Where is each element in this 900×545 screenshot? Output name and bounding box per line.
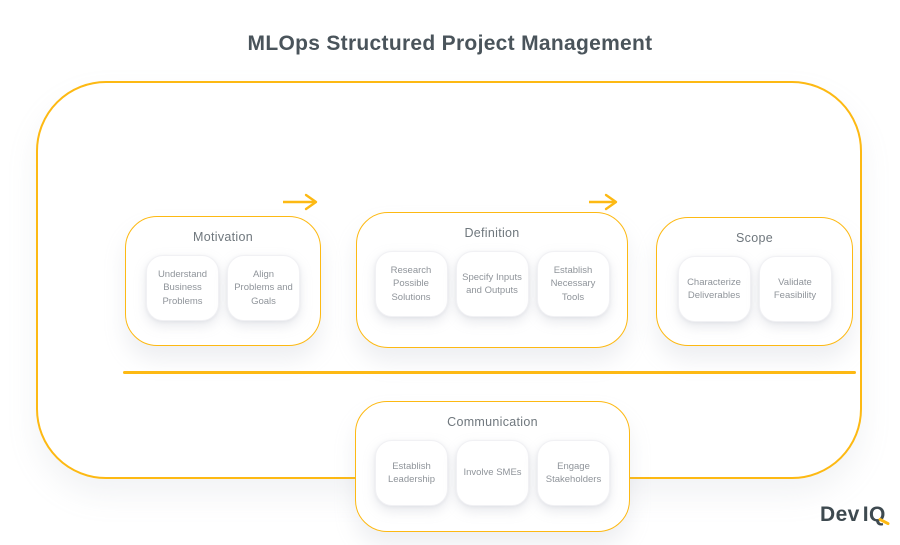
arrow-right-icon bbox=[589, 193, 618, 211]
card-involve-smes: Involve SMEs bbox=[456, 440, 529, 506]
card-research-possible-solutions: Research Possible Solutions bbox=[374, 251, 448, 317]
card-engage-stakeholders: Engage Stakeholders bbox=[537, 440, 610, 506]
group-motivation-label: Motivation bbox=[193, 230, 253, 244]
logo-text-iq: IQ bbox=[863, 503, 890, 527]
group-motivation: Motivation Understand Business Problems … bbox=[125, 216, 321, 346]
group-definition-label: Definition bbox=[464, 226, 520, 240]
group-communication: Communication Establish Leadership Invol… bbox=[355, 401, 630, 532]
logo-text-dev: Dev bbox=[820, 503, 860, 526]
group-definition: Definition Research Possible Solutions S… bbox=[356, 212, 628, 348]
group-motivation-cards: Understand Business Problems Align Probl… bbox=[146, 255, 300, 321]
card-establish-leadership: Establish Leadership bbox=[375, 440, 448, 506]
card-specify-inputs-and-outputs: Specify Inputs and Outputs bbox=[455, 251, 529, 317]
diagram-outer-frame: Motivation Understand Business Problems … bbox=[36, 81, 862, 532]
card-understand-business-problems: Understand Business Problems bbox=[146, 255, 219, 321]
card-validate-feasibility: Validate Feasibility bbox=[758, 256, 832, 322]
group-scope: Scope Characterize Deliverables Validate… bbox=[656, 217, 853, 346]
group-communication-cards: Establish Leadership Involve SMEs Engage… bbox=[375, 440, 610, 506]
group-scope-label: Scope bbox=[736, 231, 773, 245]
arrow-right-icon bbox=[283, 193, 318, 211]
phase-divider-line bbox=[123, 371, 856, 374]
card-characterize-deliverables: Characterize Deliverables bbox=[677, 256, 751, 322]
group-definition-cards: Research Possible Solutions Specify Inpu… bbox=[374, 251, 610, 317]
deviq-logo: Dev IQ bbox=[820, 503, 890, 527]
card-align-problems-and-goals: Align Problems and Goals bbox=[227, 255, 300, 321]
group-communication-label: Communication bbox=[447, 415, 538, 429]
card-establish-necessary-tools: Establish Necessary Tools bbox=[536, 251, 610, 317]
page-title: MLOps Structured Project Management bbox=[247, 32, 653, 55]
group-scope-cards: Characterize Deliverables Validate Feasi… bbox=[677, 256, 832, 322]
